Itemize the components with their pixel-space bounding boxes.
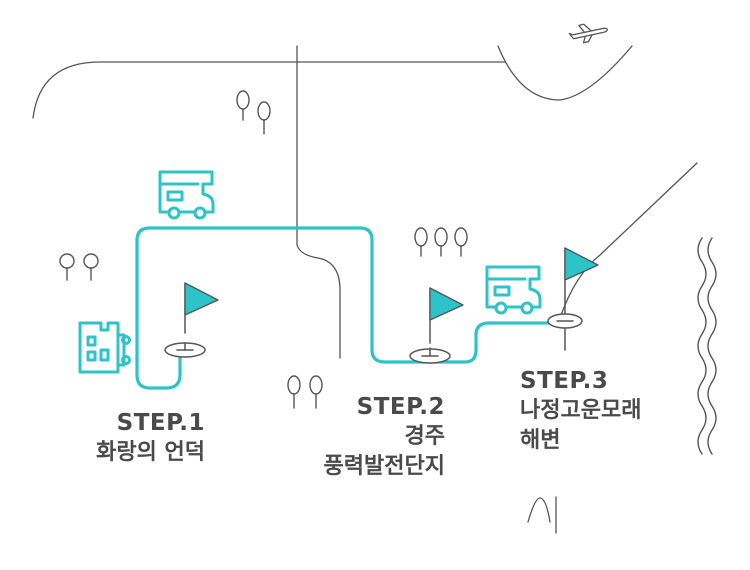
camper-van-icon: [158, 170, 215, 220]
wave-icon: [697, 237, 717, 455]
step-3-title: STEP.3: [520, 368, 609, 394]
trees-top: [236, 90, 271, 135]
background-lines: [32, 45, 698, 359]
step-3-place-line-2: 해변: [520, 428, 561, 453]
step-2-label: STEP.2 경주 풍력발전단지: [324, 392, 445, 482]
step-3-label: STEP.3 나정고운모래 해변: [520, 366, 641, 456]
road-curve-left: [32, 61, 506, 119]
camper-van-icon: [485, 265, 542, 315]
tree-icon: [434, 227, 448, 257]
road-arc-top-right: [497, 45, 633, 101]
trees-left: [59, 253, 99, 281]
road-vertical: [296, 45, 341, 359]
airplane-icon: [568, 23, 608, 44]
tree-icon: [257, 101, 271, 135]
step-2-place-line-1: 경주: [404, 424, 445, 449]
trees-bottom: [287, 375, 323, 409]
tree-icon: [309, 375, 323, 409]
tree-icon: [287, 375, 301, 409]
hill-icon: [527, 496, 557, 534]
tree-icon: [236, 90, 250, 121]
tree-icon: [454, 227, 468, 257]
road-diagonal: [559, 162, 698, 319]
route-path: [135, 226, 550, 390]
flag-icon: [164, 282, 219, 358]
step-3-place-line-1: 나정고운모래: [520, 398, 642, 423]
step-2-title: STEP.2: [356, 394, 445, 420]
step-1-label: STEP.1 화랑의 언덕: [96, 408, 205, 468]
step-2-place-line-2: 풍력발전단지: [323, 454, 445, 479]
trees-middle: [414, 227, 468, 257]
step-1-title: STEP.1: [116, 410, 205, 436]
tree-icon: [59, 253, 75, 281]
tree-icon: [83, 253, 99, 281]
step-1-place: 화랑의 언덕: [96, 440, 205, 465]
building-icon: [78, 321, 131, 374]
flag-icon: [409, 287, 464, 364]
flag-icon: [547, 247, 599, 351]
tree-icon: [414, 227, 428, 257]
